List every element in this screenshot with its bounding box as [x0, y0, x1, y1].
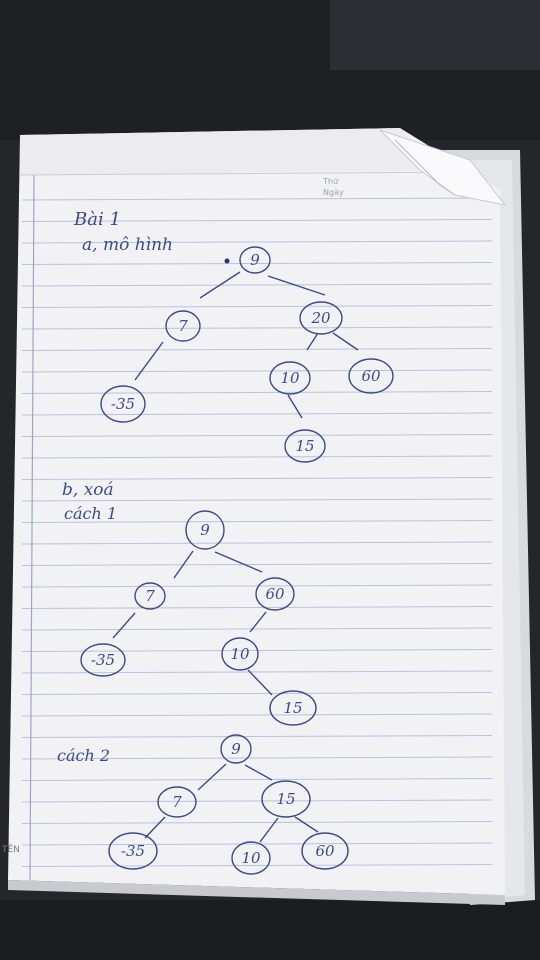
ruled-line — [21, 735, 493, 738]
ruled-line — [21, 756, 493, 760]
folded-corner — [379, 129, 507, 206]
tree-b2-label-15: 15 — [276, 790, 295, 808]
tree-a-label-9: 9 — [250, 251, 260, 269]
tree-b1-node-10 — [221, 637, 259, 671]
ruled-line — [21, 606, 493, 609]
tree-b2-label-60: 60 — [315, 842, 335, 860]
tree-a-label-7: 7 — [178, 317, 188, 335]
ruled-line — [21, 520, 493, 523]
ruled-line — [21, 326, 493, 330]
tree-b1-label-neg35: -35 — [91, 651, 115, 669]
heading-method-1: cách 1 — [64, 504, 117, 523]
tree-a-node-neg35 — [100, 385, 146, 423]
tree-b2-node-7 — [157, 786, 197, 818]
tree-a-node-7 — [165, 310, 201, 342]
tree-b1-label-60: 60 — [265, 585, 285, 603]
page-bottom-edge — [8, 880, 505, 905]
ruled-line — [21, 799, 493, 803]
tree-b1-node-neg35 — [80, 643, 126, 677]
margin-line — [29, 174, 35, 881]
header-ngay: Ngày — [323, 188, 344, 197]
tree-a: 9 7 20 -35 10 60 15 — [100, 246, 394, 463]
tree-b1-label-10: 10 — [230, 645, 250, 663]
tree-a-label-20: 20 — [310, 309, 331, 327]
ink-dot — [224, 258, 230, 264]
header-rule — [19, 171, 481, 176]
heading-method-2: cách 2 — [57, 746, 110, 765]
ruled-line — [21, 455, 493, 459]
ruled-line — [21, 262, 493, 265]
tree-b1-label-9: 9 — [200, 521, 210, 539]
tree-a-label-60: 60 — [361, 367, 381, 385]
ruled-line — [21, 842, 493, 846]
notebook-page — [8, 128, 505, 895]
tree-a-node-15 — [284, 429, 326, 463]
tree-b1-label-15: 15 — [283, 699, 302, 717]
tree-a-node-20 — [299, 301, 343, 335]
tree-b2-edges — [144, 763, 319, 843]
tree-b2-node-15 — [261, 780, 311, 818]
tree-b1: 9 7 60 -35 10 15 — [80, 510, 317, 726]
ruled-line — [21, 692, 493, 695]
tree-b1-node-9 — [185, 510, 225, 550]
tree-b2-label-9: 9 — [231, 740, 241, 758]
tree-b1-label-7: 7 — [145, 587, 155, 605]
ruled-line — [21, 627, 493, 631]
ruled-line — [21, 391, 493, 394]
margin-label: TÊN — [1, 843, 20, 855]
tree-b2: 9 7 15 -35 10 60 — [108, 734, 349, 875]
tree-a-node-9 — [239, 246, 271, 274]
heading-part-a: a, mô hình — [82, 235, 173, 255]
ruled-line — [21, 778, 493, 781]
tree-a-label-15: 15 — [295, 437, 314, 455]
ruled-line — [21, 563, 493, 566]
heading-part-b: b, xoá — [62, 480, 114, 500]
ruled-line — [21, 713, 493, 717]
tree-b1-edges — [112, 550, 273, 696]
tree-a-node-60 — [348, 358, 394, 394]
tree-a-label-10: 10 — [280, 369, 300, 387]
ruled-lines — [21, 197, 493, 867]
tree-a-edges — [134, 271, 359, 419]
laptop-edge — [330, 0, 540, 70]
tree-b2-label-10: 10 — [241, 849, 261, 867]
fold-crease — [394, 139, 456, 196]
ruled-line — [21, 197, 493, 201]
title-bai-1: Bài 1 — [73, 209, 121, 230]
header-thu: Thứ — [322, 177, 339, 186]
tree-a-label-neg35: -35 — [111, 395, 135, 413]
tree-b2-node-60 — [301, 832, 349, 870]
ruled-line — [21, 283, 493, 287]
ruled-line — [21, 498, 493, 502]
ruled-line — [21, 864, 493, 867]
ruled-line — [21, 821, 493, 824]
tree-b1-node-15 — [269, 690, 317, 726]
tree-b2-node-10 — [231, 841, 271, 875]
ruled-line — [21, 305, 493, 308]
ruled-line — [21, 240, 493, 244]
ruled-line — [21, 412, 493, 416]
tree-a-node-10 — [269, 361, 311, 395]
dark-surface-bottom — [0, 900, 540, 960]
ruled-line — [21, 219, 493, 222]
ruled-line — [21, 348, 493, 351]
ruled-line — [21, 584, 493, 588]
tree-b1-node-60 — [255, 577, 295, 611]
ruled-line — [21, 670, 493, 674]
tree-b2-label-7: 7 — [172, 793, 182, 811]
tree-b2-node-neg35 — [108, 832, 158, 870]
tree-b2-node-9 — [220, 734, 252, 764]
tree-b2-label-neg35: -35 — [121, 842, 145, 860]
ruled-line — [21, 541, 493, 545]
tree-b1-node-7 — [134, 582, 166, 610]
page-header — [20, 128, 440, 175]
ruled-line — [21, 369, 493, 373]
ruled-line — [21, 434, 493, 437]
ruled-line — [21, 477, 493, 480]
